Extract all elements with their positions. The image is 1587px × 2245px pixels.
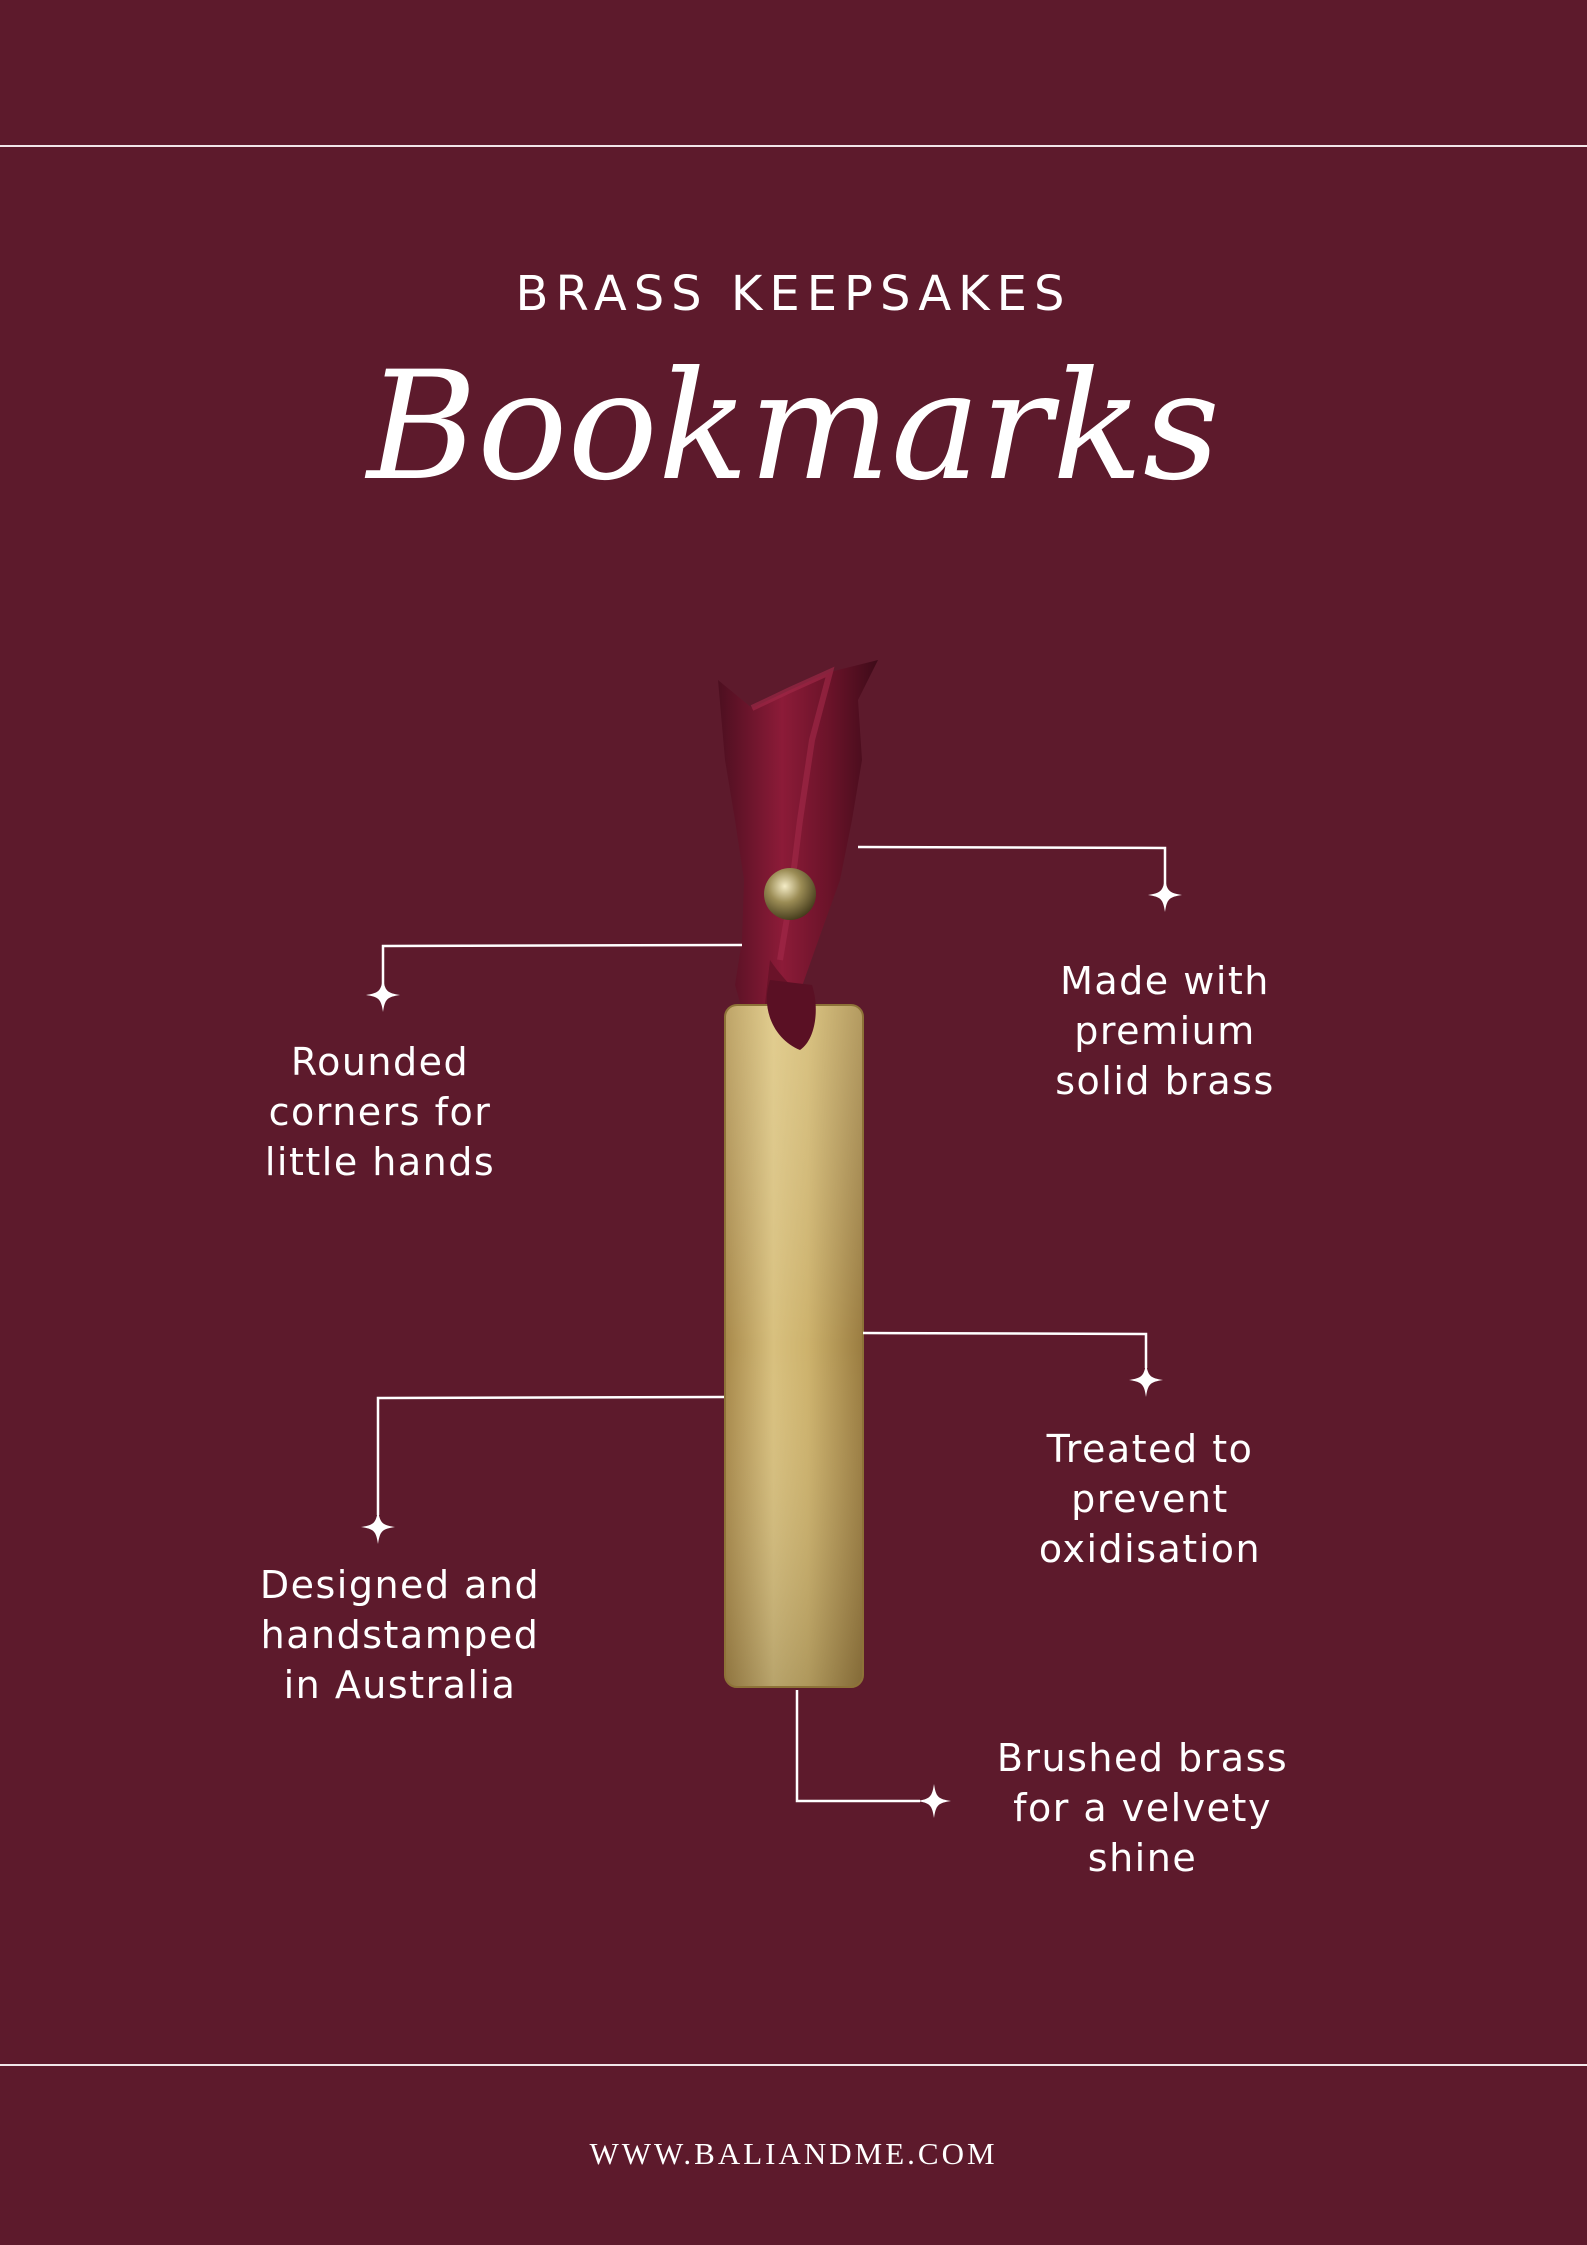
- page-kicker: BRASS KEEPSAKES: [515, 266, 1072, 322]
- bottom-divider: [0, 2064, 1587, 2066]
- feature-brushed-brass: Brushed brass for a velvety shine: [996, 1736, 1289, 1880]
- callout-line-rounded: [381, 943, 743, 985]
- callout-line-premium: [857, 845, 1167, 885]
- rivet: [764, 868, 816, 920]
- sparkle-icon: [361, 1510, 395, 1544]
- feature-designed-australia: Designed and handstamped in Australia: [259, 1563, 541, 1707]
- page-title: Bookmarks: [367, 340, 1220, 514]
- callout-line-designed: [376, 1395, 725, 1515]
- sparkle-icon: [1129, 1363, 1163, 1397]
- sparkle-icon: [366, 978, 400, 1012]
- sparkle-icon: [1148, 878, 1182, 912]
- top-divider: [0, 145, 1587, 147]
- callout-line-brushed: [795, 1690, 920, 1803]
- brass-bookmark: [724, 1004, 864, 1688]
- feature-rounded-corners: Rounded corners for little hands: [264, 1040, 496, 1184]
- callout-line-treated: [862, 1331, 1148, 1368]
- feature-premium-brass: Made with premium solid brass: [1055, 959, 1275, 1103]
- sparkle-icon: [917, 1784, 951, 1818]
- feature-oxidisation: Treated to prevent oxidisation: [1038, 1427, 1262, 1571]
- ribbon-knot: [766, 980, 816, 1050]
- website-link[interactable]: WWW.BALIANDME.COM: [589, 2136, 998, 2171]
